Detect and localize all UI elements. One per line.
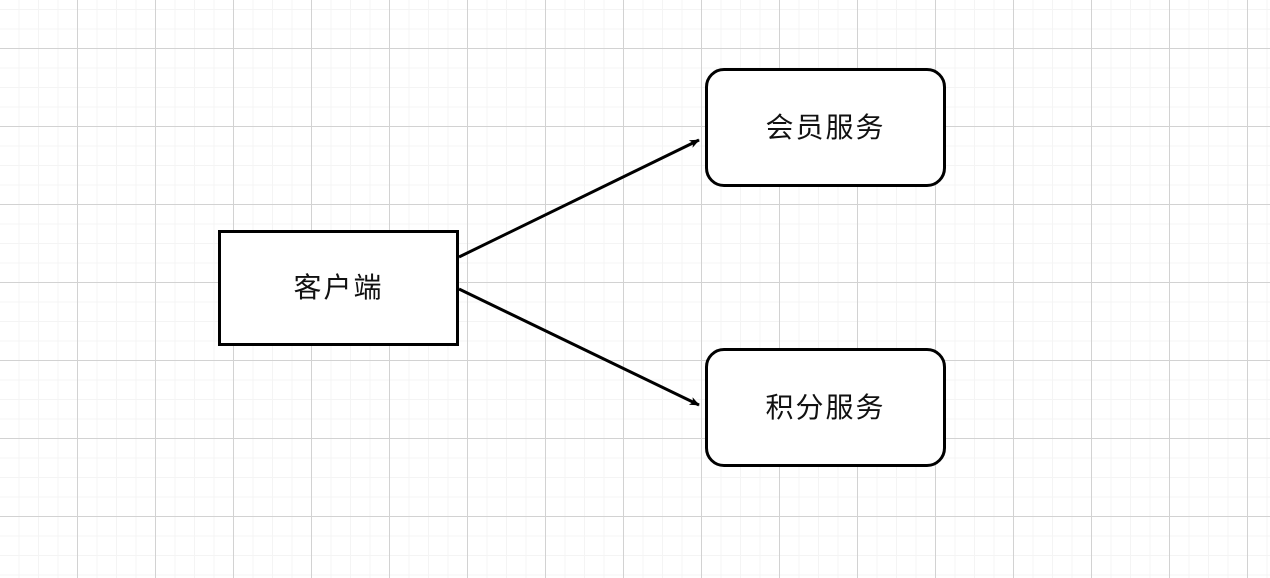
- node-client[interactable]: 客户端: [218, 230, 459, 346]
- node-member-service-label: 会员服务: [765, 111, 886, 143]
- node-member-service[interactable]: 会员服务: [705, 68, 946, 187]
- node-client-label: 客户端: [293, 272, 384, 303]
- edge-client-to-member[interactable]: [458, 138, 700, 259]
- node-points-service[interactable]: 积分服务: [705, 348, 946, 467]
- node-points-service-label: 积分服务: [765, 391, 886, 423]
- edge-client-to-points[interactable]: [458, 287, 700, 407]
